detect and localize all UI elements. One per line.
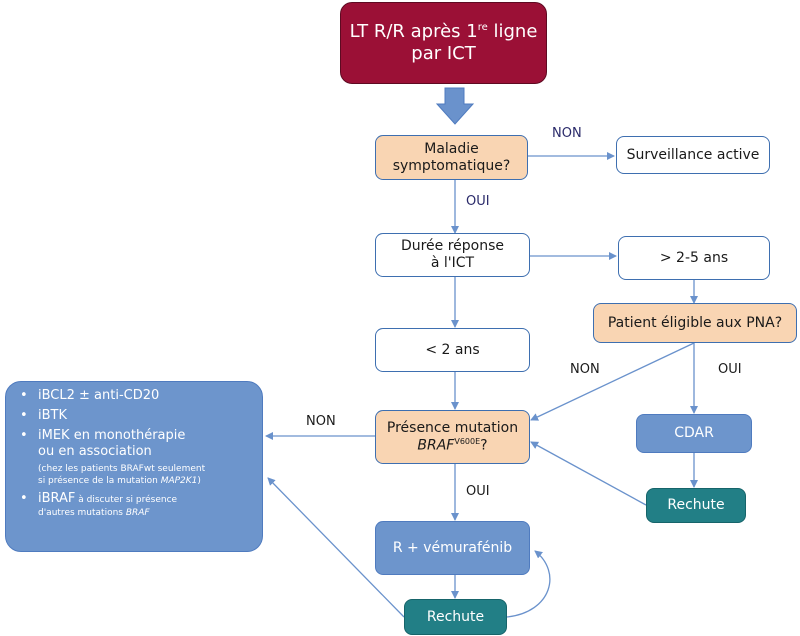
cdar-box: CDAR [636,414,752,453]
block-arrow [435,87,475,125]
gt-2-5-years-box: > 2-5 ans [618,236,770,280]
pna-question: Patient éligible aux PNA? [593,303,797,343]
duration-question: Durée réponse à l'ICT [375,233,530,277]
label-oui-pna: OUI [718,362,742,377]
braf-question: Présence mutation BRAFV600E? [375,410,530,464]
arrow-rechute-loop [506,550,551,618]
start-line2: par ICT [411,43,476,64]
label-oui-symptom: OUI [466,194,490,209]
treatment-item: iMEK en monothérapie ou en association (… [16,428,254,487]
treatment-options-box: iBCL2 ± anti-CD20 iBTK iMEK en monothéra… [5,381,263,552]
arrow-rechute-braf [530,441,647,506]
treatment-list: iBCL2 ± anti-CD20 iBTK iMEK en monothéra… [16,388,254,519]
label-non-braf: NON [306,414,336,429]
rechute-bottom-box: Rechute [404,599,507,635]
arrow-pna-non [530,342,695,421]
treatment-item: iBCL2 ± anti-CD20 [16,388,254,404]
label-oui-braf: OUI [466,484,490,499]
start-line1: LT R/R après 1re ligne [349,21,538,43]
lt-2-years-box: < 2 ans [375,328,530,372]
label-non-symptom: NON [552,126,582,141]
rechute-right-box: Rechute [646,488,746,523]
treatment-item: iBRAF à discuter si présence d'autres mu… [16,491,254,519]
label-non-pna: NON [570,362,600,377]
treatment-item: iBTK [16,408,254,424]
arrow-rechute-treat [267,477,405,618]
vemurafenib-box: R + vémurafénib [375,521,530,575]
surveillance-box: Surveillance active [616,136,770,174]
symptomatic-question: Maladie symptomatique? [375,135,528,180]
start-box: LT R/R après 1re ligne par ICT [340,2,547,84]
